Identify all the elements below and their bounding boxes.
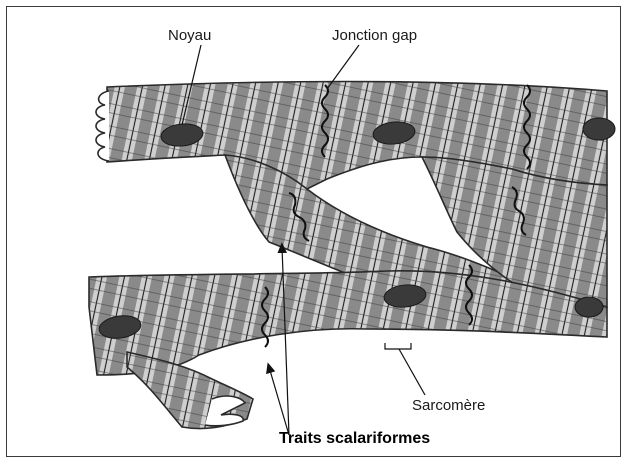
label-traits-scalariformes: Traits scalariformes: [279, 430, 430, 448]
sarcomere-leader: [399, 349, 425, 395]
label-jonction-gap: Jonction gap: [332, 27, 417, 44]
traits-arrow-lower: [269, 367, 289, 435]
cardiac-muscle-diagram: [7, 7, 621, 457]
label-sarcomere: Sarcomère: [412, 397, 485, 414]
sarcomere-bracket: [385, 343, 411, 349]
nucleus-lower-right: [575, 297, 603, 317]
cell-end-fingers-upper-left: [96, 91, 109, 161]
nucleus-upper-right: [583, 118, 615, 140]
lower-cell-row: [89, 271, 607, 375]
figure-frame: Noyau Jonction gap Sarcomère Traits scal…: [6, 6, 621, 457]
label-noyau: Noyau: [168, 27, 211, 44]
